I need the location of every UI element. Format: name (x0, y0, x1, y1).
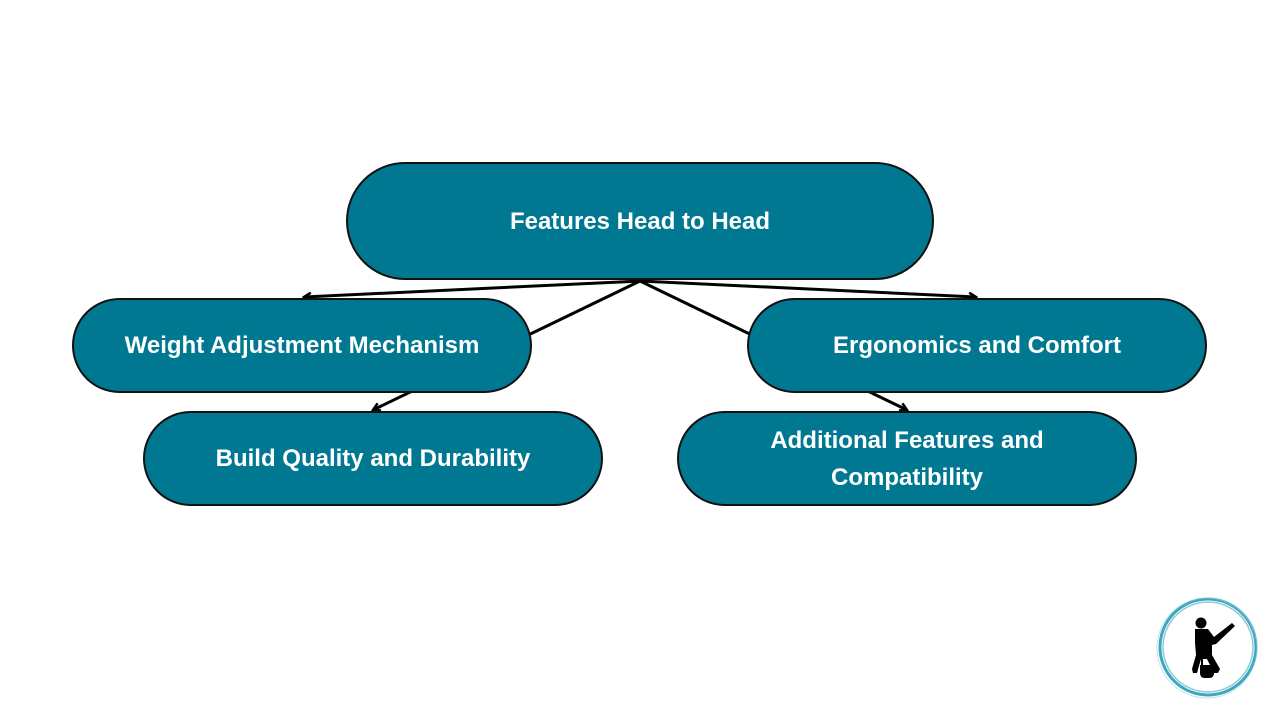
edge-root-ergo (639, 279, 976, 297)
root-node: Features Head to Head (346, 162, 934, 280)
node-build-quality: Build Quality and Durability (143, 411, 603, 506)
node-weight-adjustment: Weight Adjustment Mechanism (72, 298, 532, 393)
edge-root-weight (304, 279, 641, 297)
root-node-label: Features Head to Head (509, 207, 771, 235)
node-ergonomics: Ergonomics and Comfort (747, 298, 1207, 393)
node-label: Build Quality and Durability (215, 445, 531, 472)
kettlebell-athlete-icon (1156, 597, 1258, 699)
node-label: Ergonomics and Comfort (832, 332, 1121, 359)
node-label: Weight Adjustment Mechanism (124, 332, 480, 359)
node-label: Additional Features and Compatibility (770, 426, 1044, 491)
node-additional-features: Additional Features and Compatibility (677, 411, 1137, 506)
